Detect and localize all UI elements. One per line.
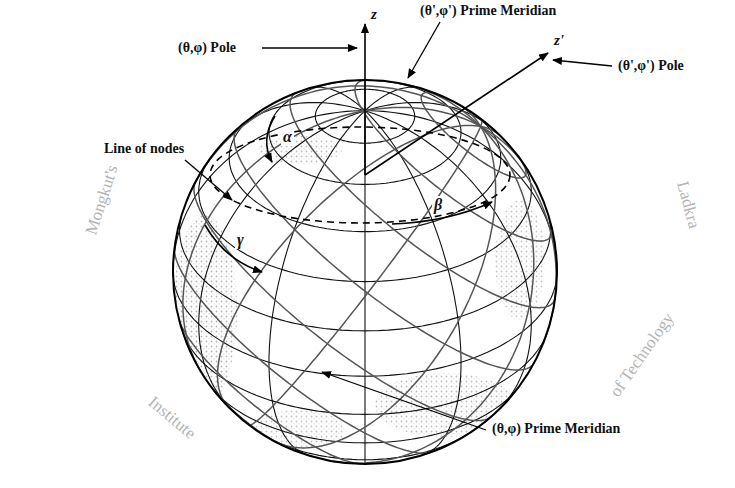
- watermark-text: Mongkut's: [83, 163, 120, 236]
- prime-meridian-leader: [408, 22, 440, 78]
- shade-patch: [495, 200, 545, 320]
- line-of-nodes-leader: [185, 160, 232, 200]
- line-of-nodes-curve: [210, 127, 510, 223]
- watermark-text: Institute: [146, 394, 199, 442]
- meridian-line: [218, 126, 500, 408]
- meridian-label: (θ',φ') Prime Meridian: [420, 3, 556, 19]
- pole-prime-leader: [553, 60, 612, 66]
- meridian-line: [274, 105, 496, 448]
- alpha-angle-arc: [267, 116, 275, 162]
- latitude-line: [421, 92, 526, 178]
- angle-label: β: [432, 196, 444, 214]
- nodes-label: Line of nodes: [104, 141, 184, 157]
- z-axis: [364, 24, 366, 175]
- meridian-line: [199, 103, 497, 409]
- meridian-label: (θ,φ) Prime Meridian: [492, 421, 620, 437]
- axis-label: z: [371, 6, 377, 22]
- gamma-angle-arc: [205, 225, 262, 272]
- axis-label: z': [554, 32, 564, 48]
- z-prime-axis: [365, 53, 548, 175]
- latitude-line: [234, 128, 534, 370]
- pole-label: (θ,φ) Pole: [178, 40, 236, 56]
- watermark-text: of Technology: [607, 310, 676, 400]
- stipple-shading: [173, 136, 545, 450]
- watermark-text: Ladkra: [674, 180, 702, 231]
- meridian-line: [183, 107, 527, 371]
- latitude-line: [213, 389, 284, 446]
- latitude-line: [194, 183, 491, 421]
- angle-label: α: [281, 128, 294, 146]
- prime-meridian-leader: [322, 372, 486, 430]
- latitude-line: [290, 93, 555, 308]
- pole-label: (θ',φ') Pole: [618, 58, 684, 74]
- pole-leader: [262, 47, 357, 48]
- angle-label: γ: [235, 231, 246, 249]
- latitude-line: [174, 248, 432, 453]
